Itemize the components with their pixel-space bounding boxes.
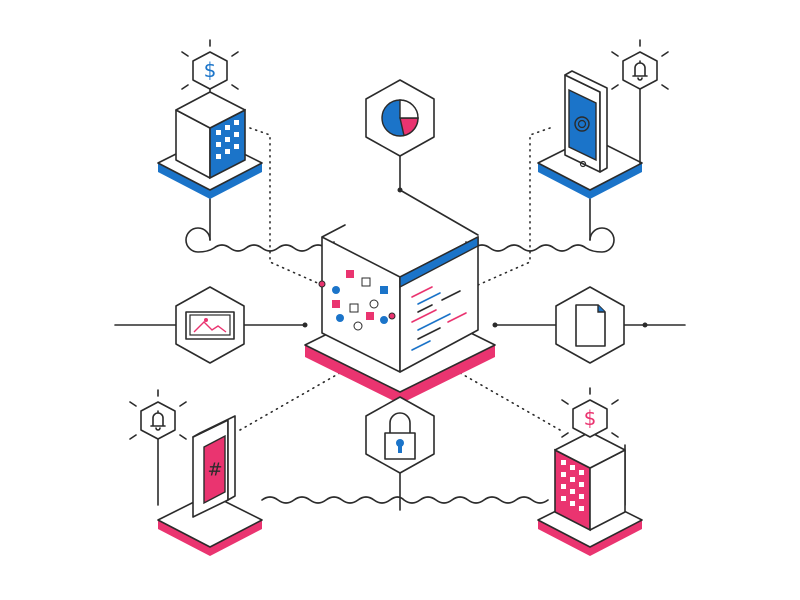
lock-shackle <box>389 412 411 434</box>
dollar-icon: $ <box>204 58 217 82</box>
bell-node-bottom-left[interactable] <box>129 389 187 440</box>
phone-screen <box>203 434 226 505</box>
small-hexagon <box>572 399 608 438</box>
cube-edge <box>321 224 346 238</box>
image-node[interactable] <box>175 286 245 364</box>
flowchart-shapes <box>318 270 396 331</box>
phone-screen <box>568 88 597 162</box>
dollar-node-bottom-right[interactable]: $ <box>561 387 619 438</box>
document-node[interactable] <box>555 286 625 364</box>
wavy-line-left <box>185 227 335 253</box>
smartphone-top-right[interactable] <box>537 70 643 199</box>
connector-dot <box>302 322 308 328</box>
document-icon <box>575 304 606 347</box>
hash-icon: # <box>207 460 222 481</box>
smartphone-bottom-left[interactable]: # <box>157 415 263 556</box>
building-base <box>158 163 262 199</box>
wavy-line-right <box>465 227 615 253</box>
office-building-bottom-right[interactable] <box>537 431 643 556</box>
dollar-icon: $ <box>584 406 597 430</box>
dollar-node-top-left[interactable]: $ <box>181 39 239 90</box>
phone-base <box>158 520 262 556</box>
dotted-line <box>239 369 346 431</box>
pie-chart-node[interactable] <box>365 79 435 157</box>
small-hexagon <box>140 401 176 440</box>
building-windows <box>216 120 239 159</box>
bell-node-top-right[interactable] <box>611 39 669 90</box>
wavy-line-bottom <box>261 496 549 504</box>
bell-icon <box>632 60 648 81</box>
connector-dot <box>492 322 498 328</box>
small-hexagon <box>622 51 658 90</box>
top-connector-diag <box>399 189 479 236</box>
bell-icon <box>150 410 166 431</box>
phone-base <box>538 163 642 199</box>
connector-dot <box>642 322 648 328</box>
office-building-top-left[interactable] <box>157 87 263 199</box>
glow-rays <box>181 39 239 90</box>
lock-node[interactable] <box>365 396 435 474</box>
server-cube[interactable] <box>304 224 496 404</box>
code-lines <box>411 286 467 351</box>
small-hexagon <box>192 51 228 90</box>
connector-lines <box>114 127 686 511</box>
dotted-line <box>454 369 561 431</box>
dotted-line <box>249 127 323 286</box>
building-windows <box>561 460 584 511</box>
building-base <box>538 520 642 556</box>
fingerprint-icon <box>574 116 590 132</box>
dotted-line <box>477 127 551 286</box>
window-titlebar <box>399 235 479 289</box>
